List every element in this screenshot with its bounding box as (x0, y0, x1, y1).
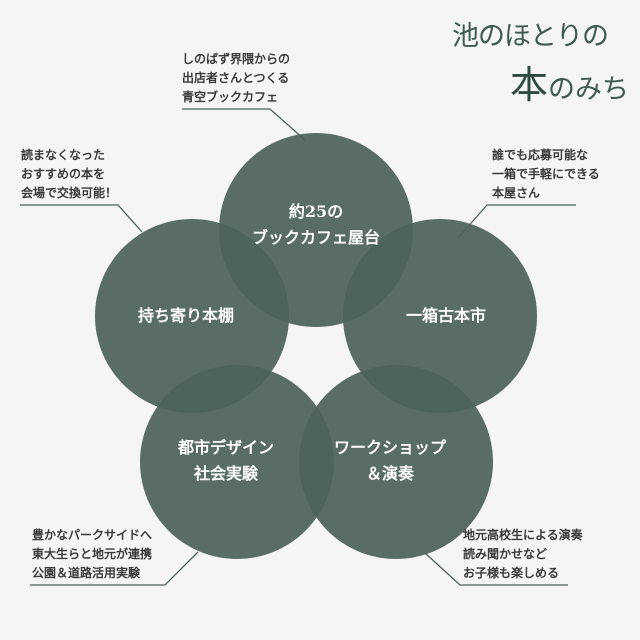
circle-label-workshop: ワークショップ ＆演奏 (334, 435, 446, 487)
circle-label-box-market: 一箱古本市 (406, 303, 486, 329)
leader-line-right (457, 204, 576, 239)
note-line: しのばず界隈からの (182, 52, 291, 66)
logo: 池のほとりの 本のみち (452, 14, 632, 107)
note-line: お子様も楽しめる (463, 566, 560, 580)
leader-line-top (182, 108, 306, 141)
note-line: 本屋さん (492, 186, 541, 200)
label-line: 一箱古本市 (405, 306, 487, 325)
circle-label-book-cafe: 約25のブックカフェ屋台 (252, 199, 380, 251)
note-box-market: 誰でも応募可能な一箱で手軽にできる本屋さん (492, 146, 600, 203)
note-line: 東大生らと地元が連携 (32, 547, 153, 561)
note-book-cafe: しのばず界隈からの出店者さんとつくる青空ブックカフェ (182, 50, 290, 107)
note-line: 豊かなパークサイドへ (32, 528, 153, 542)
note-bookshelf: 読まなくなったおすすめの本を会場で交換可能！ (21, 146, 117, 203)
logo-line1: 池のほとりの (452, 21, 609, 52)
label-line: 都市デザイン (177, 438, 275, 457)
circle-urban-design (140, 365, 334, 559)
label-line: ワークショップ (333, 438, 447, 457)
note-urban-design: 豊かなパークサイドへ東大生らと地元が連携公園＆道路活用実験 (32, 526, 152, 583)
label-line: 持ち寄り本棚 (137, 306, 235, 325)
note-line: 会場で交換可能！ (21, 186, 118, 200)
note-line: 誰でも応募可能な (492, 148, 589, 162)
leader-line-bottom-left (30, 551, 199, 586)
note-line: 公園＆道路活用実験 (32, 566, 141, 580)
logo-line2: 本のみち (510, 54, 629, 109)
note-workshop: 地元高校生による演奏読み聞かせなどお子様も楽しめる (463, 526, 583, 583)
logo-big-char: 本 (510, 63, 549, 107)
label-line: ＆演奏 (365, 464, 415, 483)
note-line: おすすめの本を (21, 167, 106, 181)
leader-line-bottom-right (424, 552, 568, 586)
circle-label-bookshelf: 持ち寄り本棚 (138, 303, 234, 329)
label-line: ブックカフェ屋台 (251, 228, 381, 247)
note-line: 地元高校生による演奏 (463, 528, 583, 542)
note-line: 青空ブックカフェ (182, 90, 279, 104)
note-line: 出店者さんとつくる (182, 71, 290, 85)
circle-bookshelf (95, 219, 289, 413)
circle-workshop (299, 365, 493, 559)
label-line: 約25の (288, 202, 344, 221)
note-line: 読まなくなった (21, 148, 106, 162)
leader-line-left (20, 204, 143, 233)
note-line: 一箱で手軽にできる (492, 167, 600, 181)
logo-line2-rest: のみち (548, 74, 630, 105)
circle-label-urban-design: 都市デザイン社会実験 (178, 435, 274, 487)
circle-box-market (343, 219, 537, 413)
label-line: 社会実験 (193, 464, 259, 483)
note-line: 読み聞かせなど (463, 547, 548, 561)
